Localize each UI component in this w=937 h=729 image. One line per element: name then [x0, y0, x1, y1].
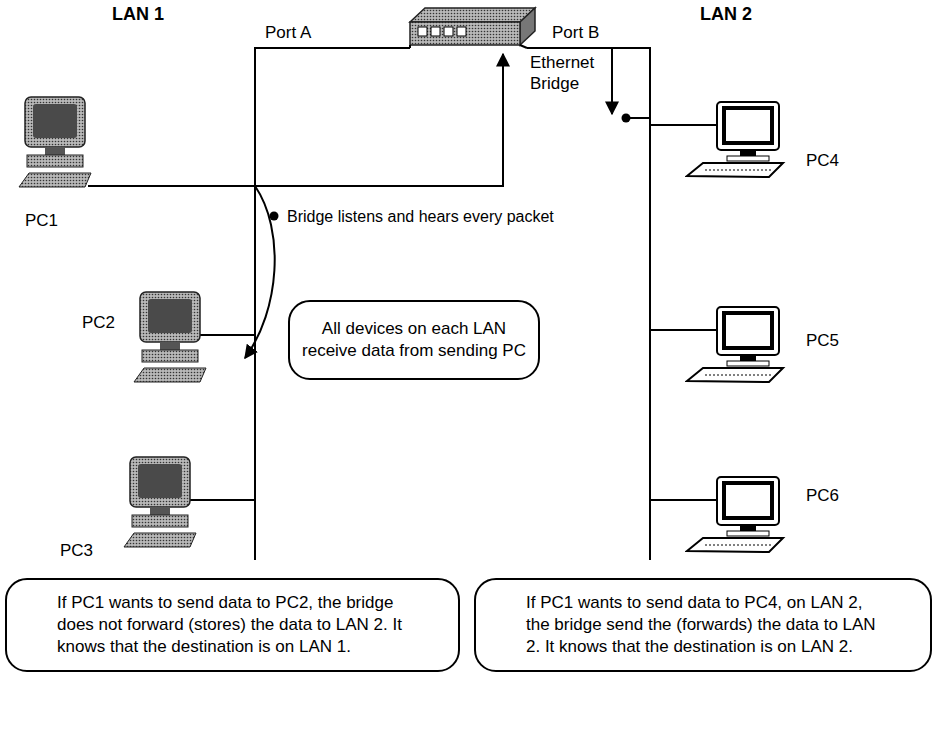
part-label: Port A [265, 22, 311, 43]
note-box: If PC1 wants to send data to PC4, on LAN… [474, 578, 932, 672]
part-label: PC2 [82, 312, 115, 333]
pc-icon [19, 97, 91, 187]
pc-cable [650, 124, 717, 126]
pc-cable [88, 185, 255, 187]
pc-cable [650, 329, 717, 331]
part-label: Bridge listens and hears every packet [287, 206, 554, 227]
part-label: PC6 [806, 485, 839, 506]
pc-cable [200, 334, 255, 336]
pc-icon [134, 292, 206, 382]
part-label: PC1 [25, 210, 58, 231]
bullet-dot [270, 212, 279, 221]
part-label: Ethernet Bridge [530, 52, 604, 94]
note-text: All devices on each LAN receive data fro… [296, 318, 532, 362]
pc-icon [124, 457, 196, 547]
flow-arrow [245, 186, 275, 358]
part-label: PC4 [806, 150, 839, 171]
pc-cable [650, 499, 717, 501]
note-text: If PC1 wants to send data to PC2, the br… [57, 592, 408, 658]
flow-arrow [255, 54, 503, 186]
note-text: If PC1 wants to send data to PC4, on LAN… [526, 592, 880, 658]
note-box: If PC1 wants to send data to PC2, the br… [5, 578, 460, 672]
part-label: Port B [552, 22, 599, 43]
pc-icon [687, 307, 783, 382]
lan-cable [527, 48, 650, 560]
part-label: PC5 [806, 330, 839, 351]
lan-heading: LAN 2 [700, 4, 752, 25]
pc-cable [190, 499, 255, 501]
part-label: PC3 [60, 540, 93, 561]
flow-arrow [611, 48, 613, 114]
pc-icon [687, 102, 783, 177]
note-box: All devices on each LAN receive data fro… [288, 300, 540, 380]
lan-heading: LAN 1 [112, 4, 164, 25]
bridge-icon [410, 8, 535, 48]
pc-icon [687, 477, 783, 552]
tap-dot [622, 114, 631, 123]
